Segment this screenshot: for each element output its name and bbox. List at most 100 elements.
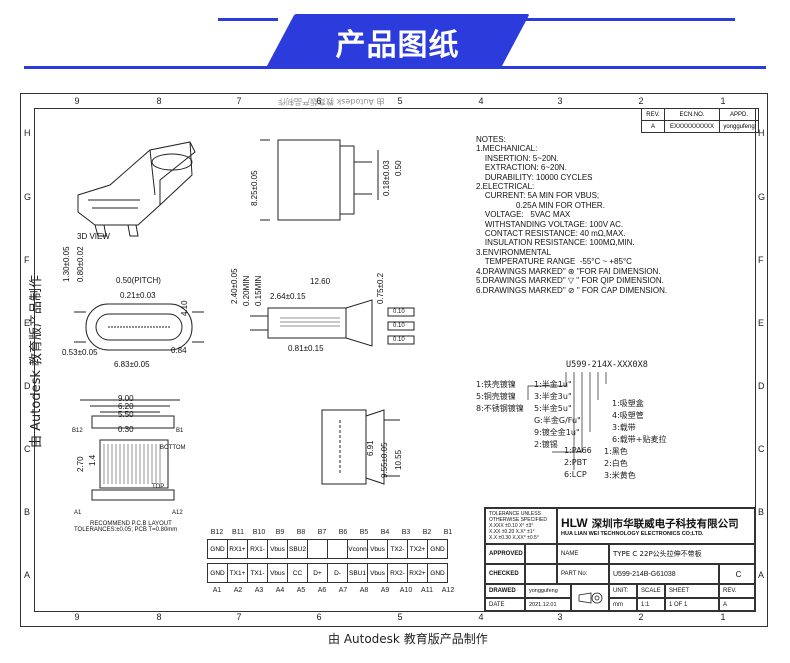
- grid-letter: F: [24, 255, 30, 265]
- dim-12-60: 12.60: [310, 277, 331, 286]
- option: 9:镀全金1u": [534, 428, 580, 437]
- option: 3:载带: [612, 423, 636, 432]
- watermark-bottom: 由 Autodesk 教育版产品制作: [328, 632, 488, 646]
- grid-letter: G: [758, 192, 766, 202]
- dim-6-83: 6.83±0.05: [114, 360, 150, 369]
- name-label: NAME: [557, 544, 609, 564]
- dim-2-64: 2.64±0.15: [270, 292, 306, 301]
- grid-number: 4: [478, 96, 484, 106]
- pin-cell: RX2-: [387, 563, 408, 583]
- title-block: TOLERANCE UNLESS OTHERWISE SPECIFIED X.X…: [484, 507, 756, 612]
- grid-number: 6: [316, 612, 322, 622]
- pin-number: A9: [380, 587, 390, 594]
- tolerance-row: X.XXX ±0.10 X° ±3°: [489, 523, 534, 529]
- sheet-value: 1 OF 1: [665, 598, 719, 611]
- tolerance-title: TOLERANCE UNLESS OTHERWISE SPECIFIED: [489, 511, 547, 523]
- dim-pitch: 0.50(PITCH): [116, 276, 161, 285]
- dim-0-53: 0.53±0.05: [62, 348, 98, 357]
- approved-label: APPROVED: [485, 544, 525, 564]
- pin-label-a1: A1: [74, 510, 82, 516]
- grid-letter: D: [24, 381, 31, 391]
- pin-cell: GND: [427, 539, 448, 559]
- pin-cell: D+: [307, 563, 328, 583]
- unit-value: mm: [609, 598, 637, 611]
- notes-block: NOTES: 1.MECHANICAL: INSERTION: 5~20N. E…: [476, 135, 668, 295]
- part-rev-value: C: [719, 564, 755, 584]
- option: 1:铁壳镀镍: [476, 380, 516, 389]
- grid-number: 1: [720, 96, 726, 106]
- grid-letter: C: [24, 444, 31, 454]
- option: 5:半金5u": [534, 404, 572, 413]
- grid-number: 7: [236, 96, 242, 106]
- option: 1:PA66: [564, 446, 592, 455]
- banner-title: 产品图纸: [335, 27, 460, 63]
- pin-cell: Vconn: [347, 539, 368, 559]
- pin-cell: Vbus: [267, 539, 288, 559]
- dim-1-4: 1.4: [88, 454, 97, 466]
- dim-0-81: 0.81±0.15: [288, 344, 324, 353]
- pin-row-a: GND TX1+ TX1- Vbus CC D+ D- SBU1 Vbus RX…: [207, 563, 448, 583]
- dim-0-15-min: 0.15MIN: [254, 275, 263, 306]
- pin-cell: RX1-: [247, 539, 268, 559]
- dim-0-30: 0.30: [118, 425, 134, 434]
- option: 4:吸塑管: [612, 411, 644, 420]
- pin-cell: GND: [427, 563, 448, 583]
- dim-4-10: 4.10: [180, 300, 189, 316]
- date-value: 2021.12.01: [525, 598, 571, 611]
- pin-number: B12: [210, 529, 224, 536]
- pin-cell: CC: [287, 563, 308, 583]
- grid-letter: B: [758, 507, 765, 517]
- pin-number: A10: [399, 587, 413, 594]
- grid-number: 9: [74, 612, 80, 622]
- bottom-side-label: BOTTOM: [160, 445, 186, 451]
- checked-value: [525, 564, 557, 584]
- option: 2:镀锡: [534, 440, 558, 449]
- pin-number: B1: [443, 529, 453, 536]
- pin-cell: SBU1: [347, 563, 368, 583]
- grid-letter: D: [758, 381, 765, 391]
- grid-letter: E: [758, 318, 765, 328]
- pin-number: B9: [275, 529, 285, 536]
- pin-cell: TX2+: [407, 539, 428, 559]
- revision-table: REV. ECN.NO. APPD. A EXXXXXXXXXX yongguf…: [641, 108, 759, 133]
- dim-9-00: 9.00: [118, 394, 134, 403]
- dim-0-10-c: 0.10: [393, 337, 405, 343]
- pin-number: A4: [275, 587, 285, 594]
- pin-number: A11: [421, 587, 433, 594]
- drawed-label: DRAWED: [485, 584, 525, 598]
- name-value: TYPE C 22P公头拉伸不带板: [609, 544, 755, 564]
- pin-number: A5: [296, 587, 306, 594]
- company-name-en: HUA LIAN WEI TECHNOLOGY ELECTRONICS CO;L…: [561, 530, 704, 537]
- grid-number: 2: [638, 96, 644, 106]
- pcb-layout-label: RECOMMEND P.C.B LAYOUT: [90, 521, 172, 527]
- dim-0-75: 0.75±0.2: [376, 272, 385, 304]
- tolerance-row: X.X ±0.30 X.XX° ±0.5°: [489, 535, 539, 541]
- pcb-tolerance-note: TOLERANCES:±0.05; PCB T=0.80mm: [74, 527, 178, 533]
- pin-number: A6: [317, 587, 327, 594]
- pin-number: A7: [338, 587, 348, 594]
- grid-letter: H: [758, 128, 765, 138]
- pin-cell: TX2-: [387, 539, 408, 559]
- option: 3:米黄色: [604, 471, 636, 480]
- connector-3d-view: [77, 141, 196, 237]
- pin-cell: TX1-: [247, 563, 268, 583]
- pin-cell: Vbus: [367, 539, 388, 559]
- grid-number: 5: [397, 612, 403, 622]
- part-code-tree: [527, 372, 607, 470]
- option: 8:不锈钢镀镍: [476, 404, 524, 413]
- pin-cell: GND: [207, 563, 228, 583]
- dim-0-84: 0.84: [171, 346, 187, 355]
- dim-0-18: 0.18±0.03: [382, 160, 391, 196]
- top-side-label: TOP: [152, 484, 165, 490]
- pin-cell: GND: [207, 539, 228, 559]
- dim-10-55: 10.55: [394, 449, 403, 470]
- dim-9-55: 9.55±0.05: [380, 442, 389, 478]
- projection-icon: [578, 592, 602, 603]
- date-label: DATE: [485, 598, 525, 611]
- dim-2-40: 2.40±0.05: [230, 268, 239, 304]
- pin-number: B5: [359, 529, 369, 536]
- pin-cell: SBU2: [287, 539, 308, 559]
- option: 6:载带+贴麦拉: [612, 435, 667, 444]
- option: 2:白色: [604, 459, 628, 468]
- rev-letter: A: [719, 598, 755, 611]
